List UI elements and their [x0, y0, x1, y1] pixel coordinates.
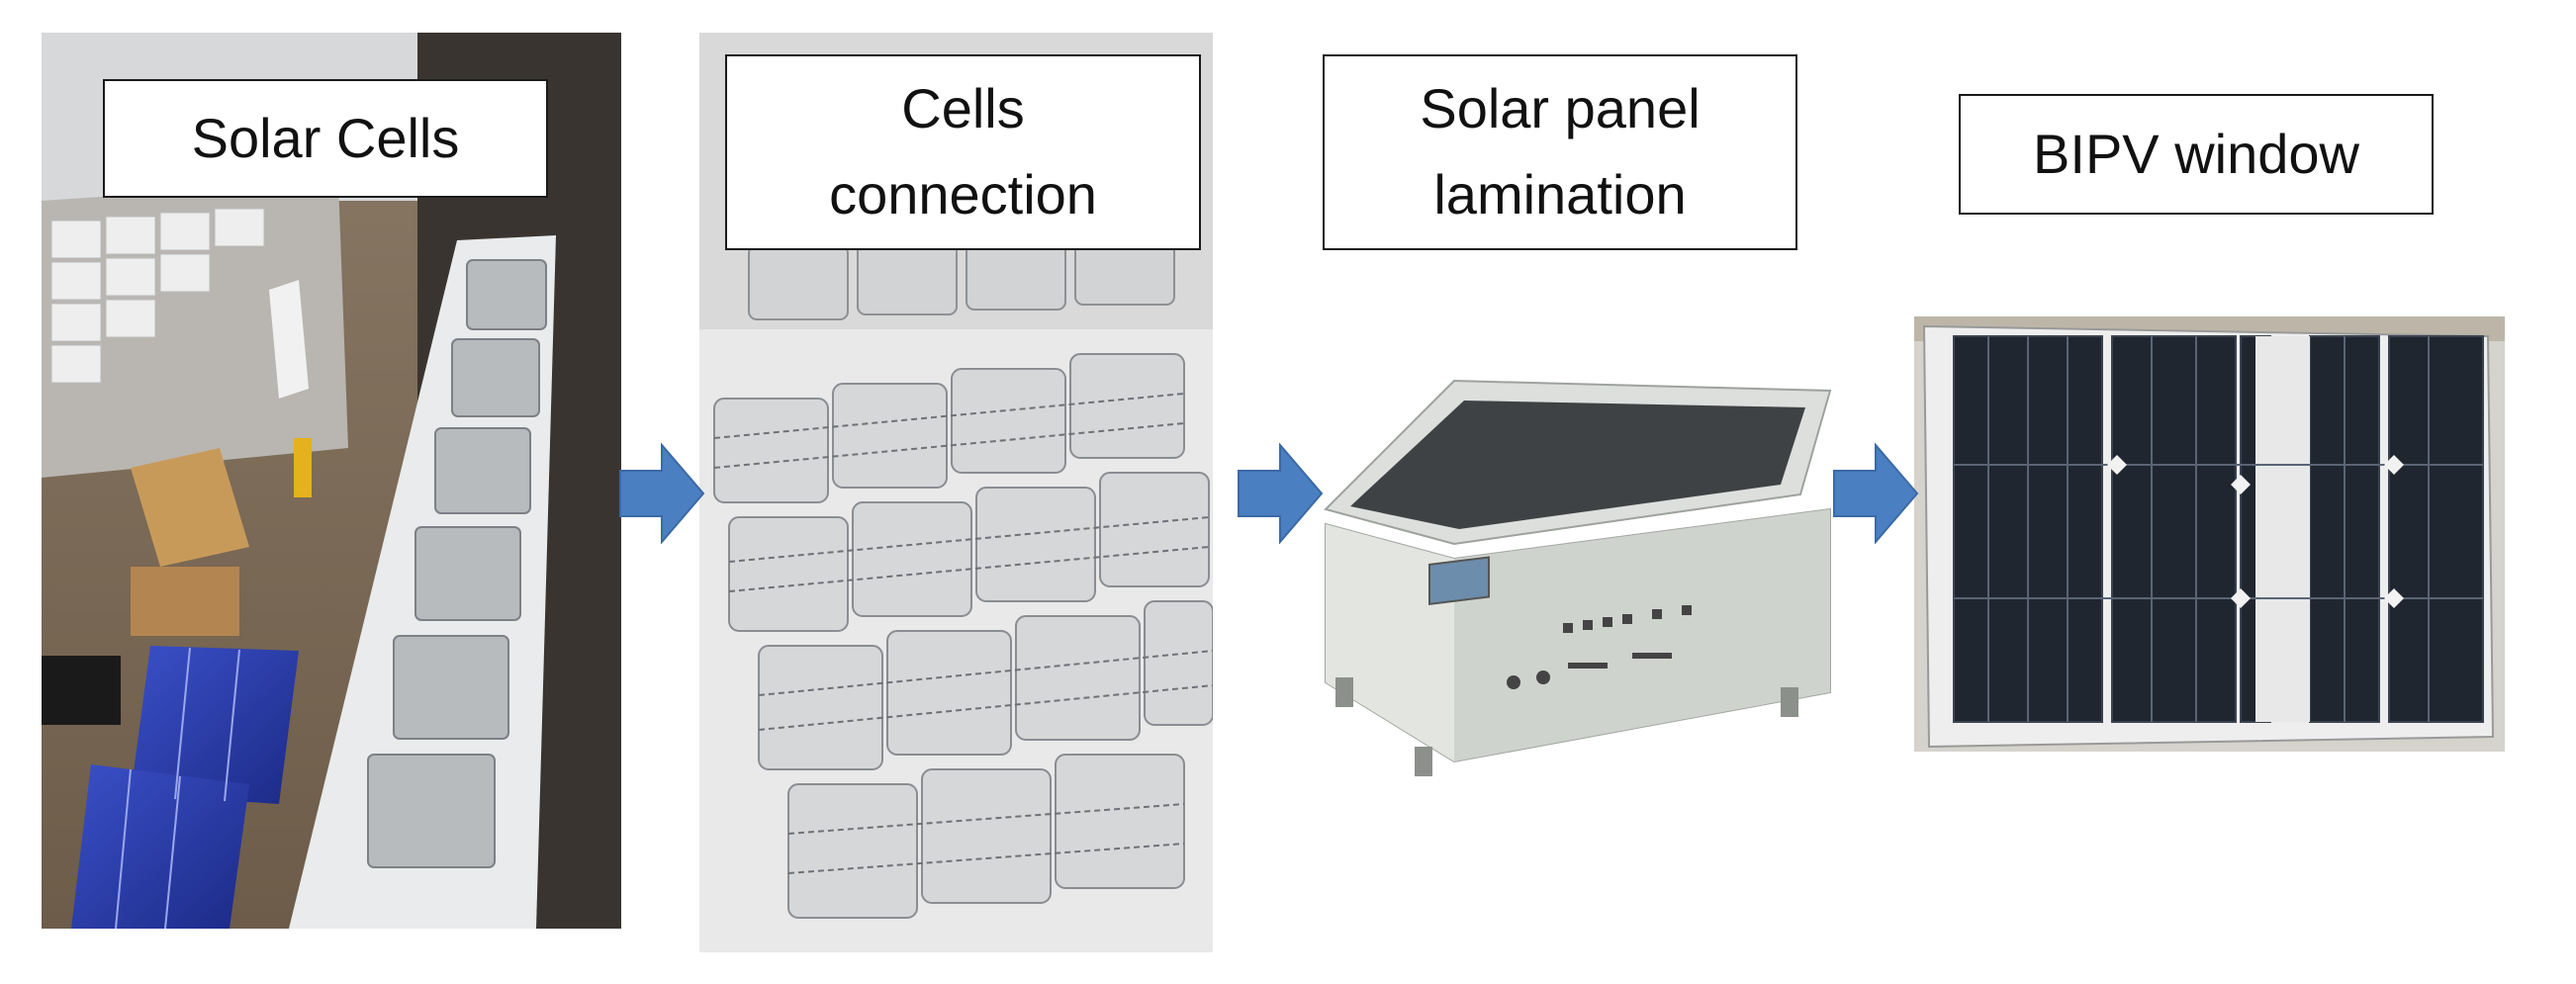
right-arrow-icon	[1833, 443, 1919, 544]
label-line: Solar Cells	[191, 106, 460, 169]
label-bipv-window: BIPV window	[1959, 94, 2434, 215]
right-arrow-icon	[1832, 443, 1919, 544]
bipv-window-image	[1914, 316, 2505, 752]
label-line: BIPV window	[2033, 122, 2359, 185]
label-line: connection	[829, 163, 1097, 225]
bipv-window-photo	[1914, 316, 2505, 752]
right-arrow-icon	[1237, 443, 1324, 544]
label-line: Cells	[901, 77, 1025, 140]
laminator-machine-photo	[1316, 346, 1850, 781]
laminator-image	[1316, 346, 1850, 781]
right-arrow-icon	[1238, 443, 1324, 544]
right-arrow-icon	[618, 443, 705, 544]
label-solar-cells: Solar Cells	[103, 79, 548, 198]
label-solar-panel-lamination: Solar panel lamination	[1323, 54, 1797, 250]
label-cells-connection: Cells connection	[725, 54, 1201, 250]
right-arrow-icon	[619, 443, 705, 544]
label-line: lamination	[1433, 163, 1687, 225]
label-line: Solar panel	[1420, 77, 1701, 140]
